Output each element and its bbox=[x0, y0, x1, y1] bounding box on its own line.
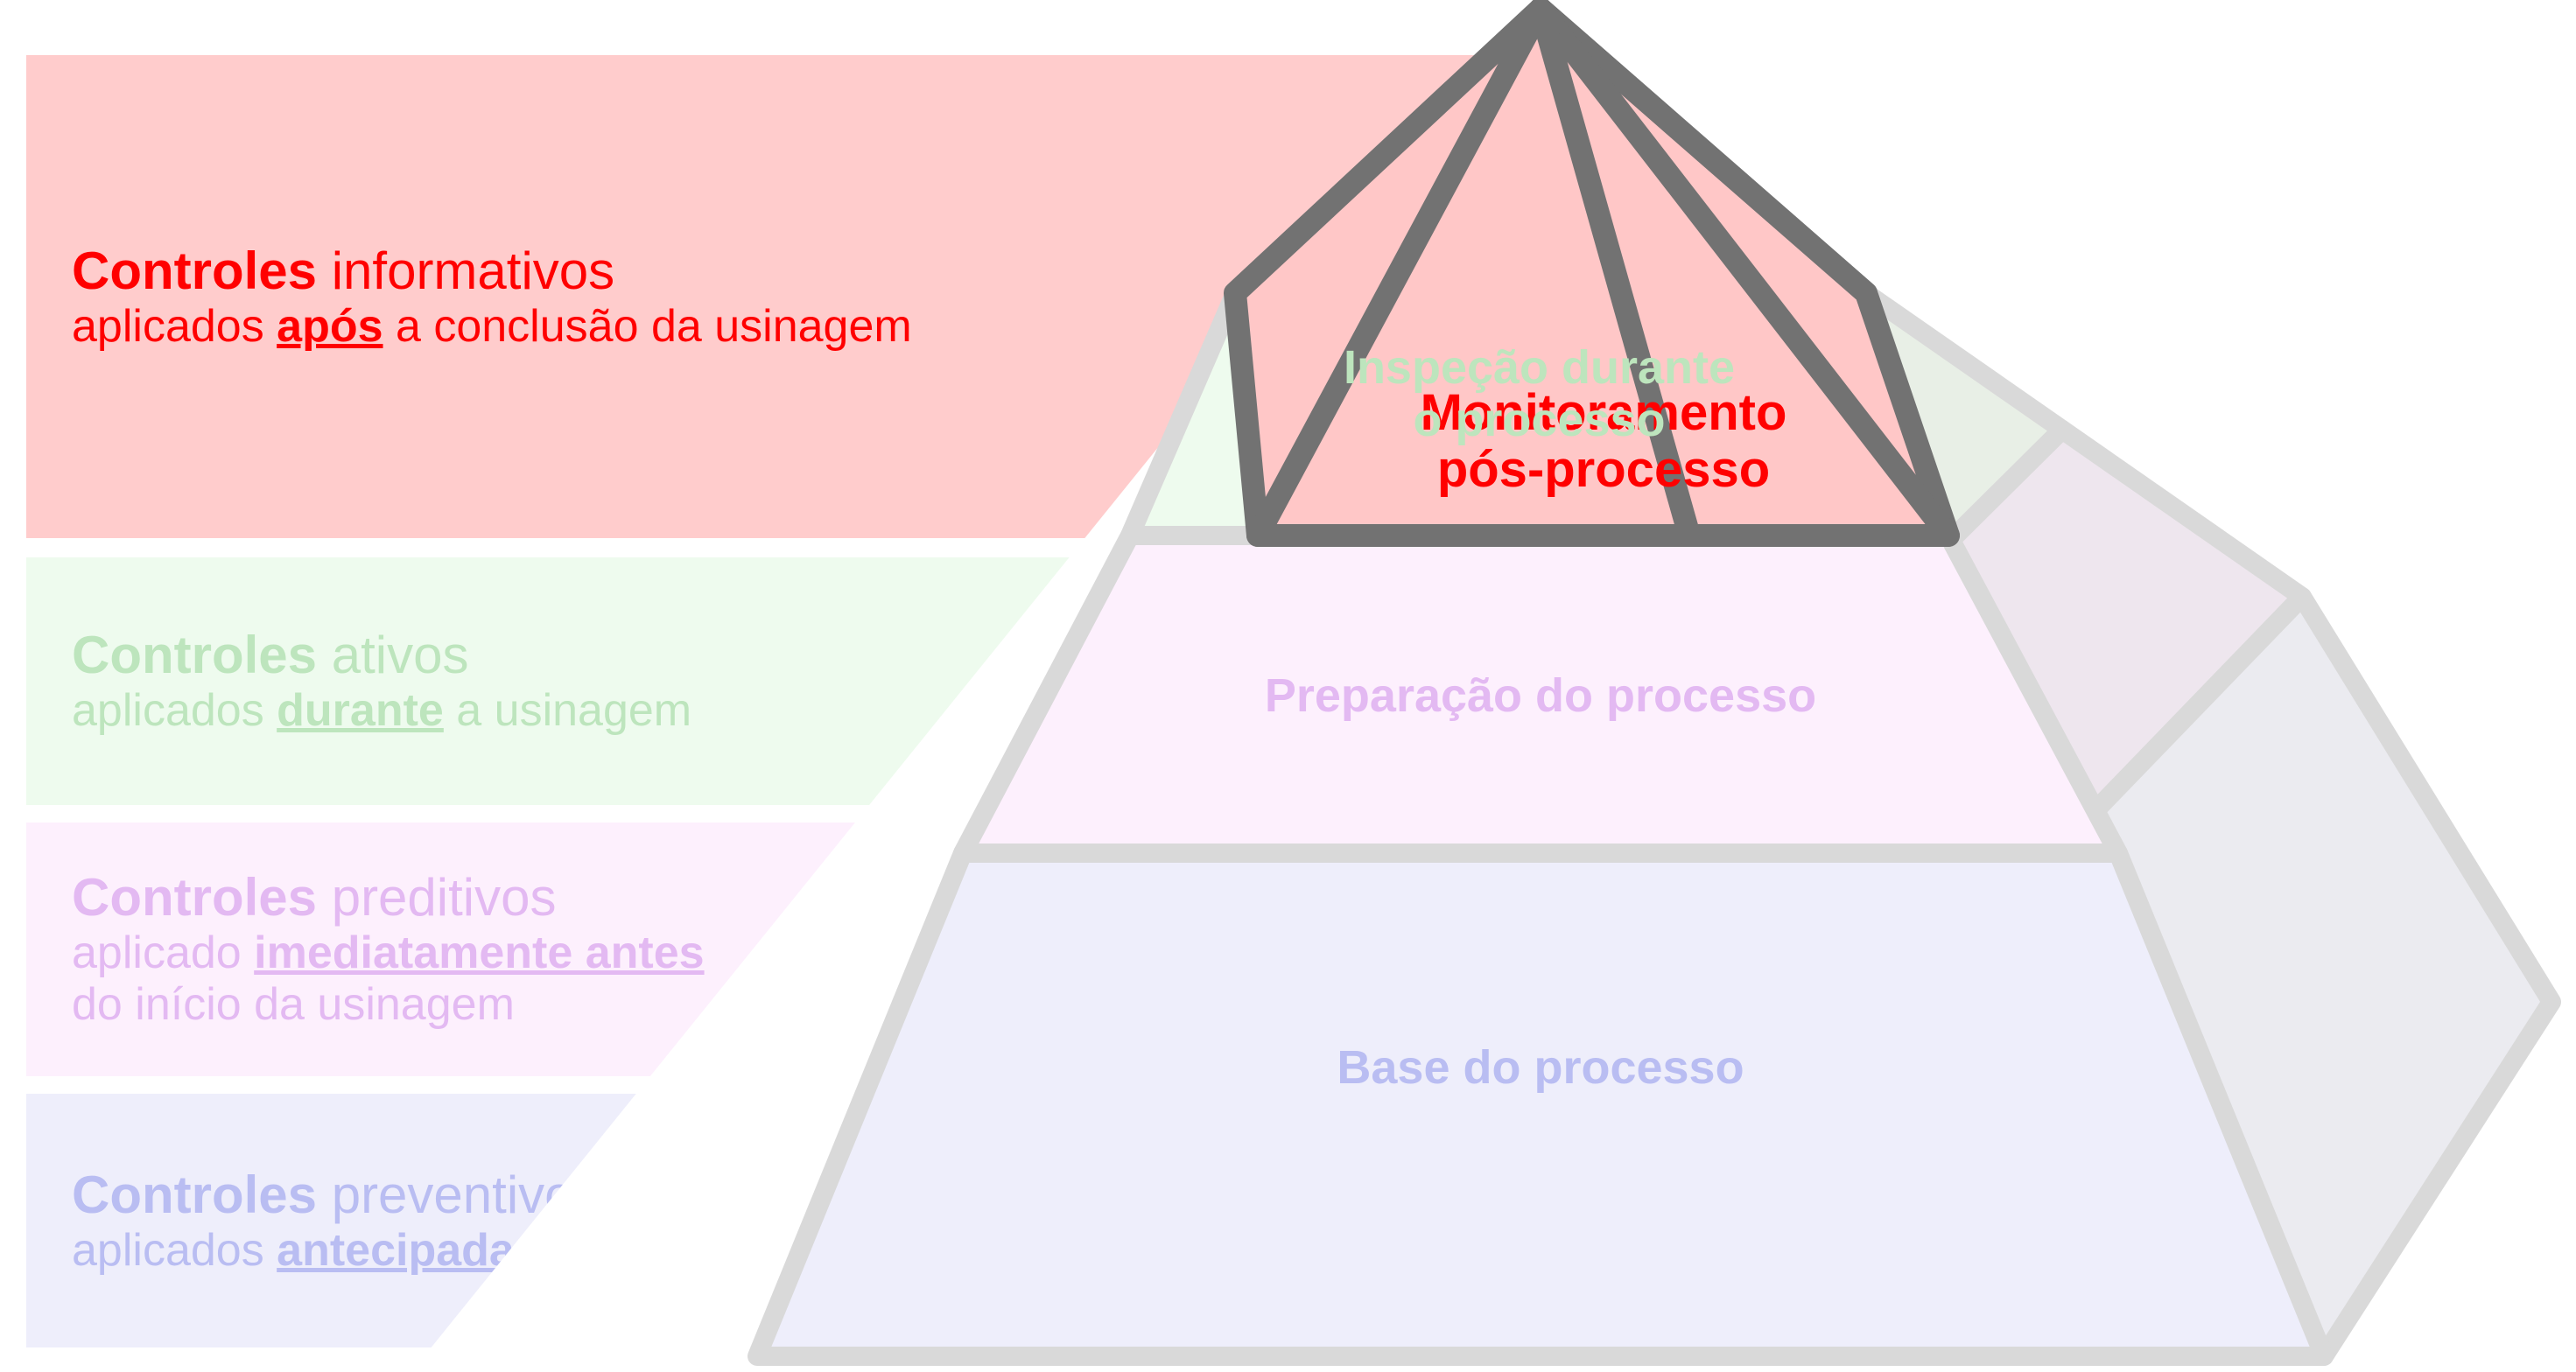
band-line: Controles ativos bbox=[72, 626, 1295, 685]
band-line: do início da usinagem bbox=[72, 979, 1155, 1031]
band-line: Controles preventivos bbox=[72, 1166, 963, 1225]
band-line-segment: preditivos bbox=[331, 868, 557, 928]
band-line: Controles informativos bbox=[72, 242, 1506, 301]
band-line-segment: Controles bbox=[72, 1165, 332, 1224]
pyramid-front-face-tier4 bbox=[748, 844, 2334, 1366]
band-line-segment: Controles bbox=[72, 241, 332, 300]
pyramid-apex-ridge bbox=[1529, 0, 1701, 547]
band-line-segment: informativos bbox=[331, 241, 615, 300]
band-line-segment: imediatamente antes bbox=[254, 928, 705, 979]
band-line-segment: aplicado bbox=[72, 928, 255, 979]
band-line-segment: a usinagem bbox=[443, 685, 692, 737]
band-ativos-text: Controles ativos aplicados durante a usi… bbox=[26, 626, 1295, 737]
band-informativos-text: Controles informativos aplicados após a … bbox=[26, 242, 1506, 353]
band-line: Controles preditivos bbox=[72, 868, 1155, 928]
band-line: aplicados durante a usinagem bbox=[72, 685, 1295, 737]
band-preditivos-text: Controles preditivos aplicado imediatame… bbox=[26, 868, 1155, 1030]
band-line: aplicados após a conclusão da usinagem bbox=[72, 301, 1506, 353]
band-line-segment: ativos bbox=[331, 626, 469, 685]
band-line-segment: aplicados bbox=[72, 1224, 277, 1276]
band-line: aplicado imediatamente antes bbox=[72, 928, 1155, 979]
band-line-segment: aplicados bbox=[72, 300, 277, 352]
band-line-segment: a conclusão da usinagem bbox=[383, 300, 912, 352]
band-line-segment: após bbox=[277, 300, 383, 352]
band-line-segment: Controles bbox=[72, 626, 332, 685]
band-line-segment: aplicados bbox=[72, 685, 277, 737]
band-line-segment: do início da usinagem bbox=[72, 978, 515, 1030]
band-line-segment: Controles bbox=[72, 868, 332, 928]
band-line-segment: durante bbox=[277, 685, 444, 737]
pyramid-front-face-tier3 bbox=[953, 526, 2128, 863]
